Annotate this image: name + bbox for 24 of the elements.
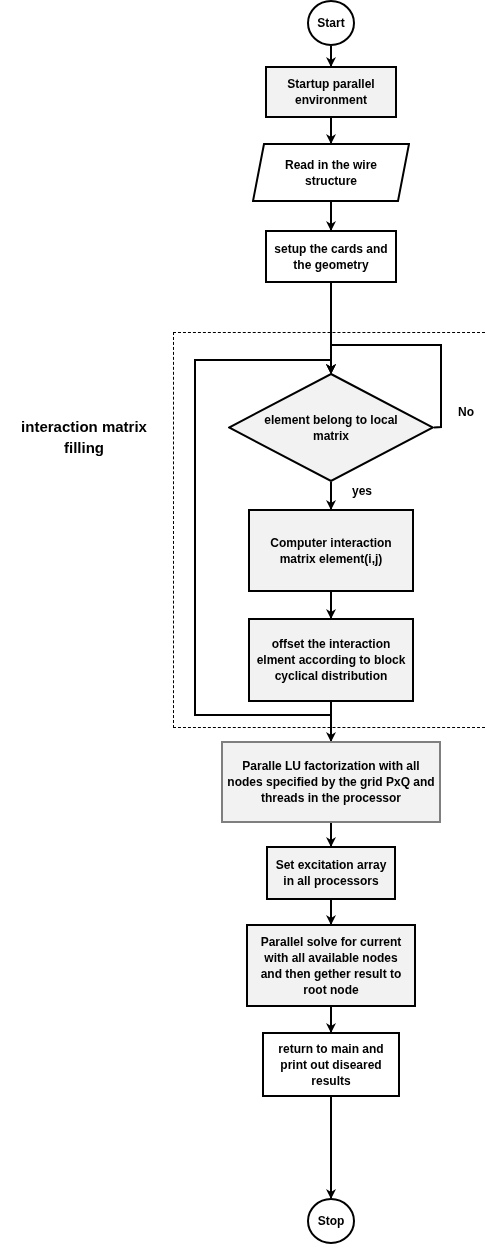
process-box: Set excitation array in all processors — [266, 846, 396, 900]
start-terminal: Start — [307, 0, 355, 46]
arrow — [326, 822, 336, 847]
arrow — [194, 359, 336, 716]
process-box: Computer interaction matrix element(i,j) — [248, 509, 414, 592]
process-box: Parallel solve for current with all available nodes and then gether result to root node — [246, 924, 416, 1007]
process-box: Paralle LU factorization with all nodes specified by the grid PxQ and threads in the processor — [221, 741, 441, 823]
arrow — [326, 117, 336, 144]
arrow — [326, 701, 336, 742]
process-box: offset the interaction elment according to block cyclical distribution — [248, 618, 414, 702]
arrow — [326, 1096, 336, 1199]
stop-terminal: Stop — [307, 1198, 355, 1244]
arrow — [326, 45, 336, 67]
process-box: return to main and print out diseared results — [262, 1032, 400, 1097]
group-heading: interaction matrix filling — [20, 417, 148, 458]
arrow — [326, 591, 336, 619]
arrow — [326, 899, 336, 925]
arrow — [326, 1006, 336, 1033]
process-box: setup the cards and the geometry — [265, 230, 397, 283]
decision-diamond: element belong to local matrix — [228, 373, 434, 482]
arrow — [326, 481, 336, 510]
input-parallelogram: Read in the wire structure — [252, 143, 410, 202]
arrow — [326, 201, 336, 231]
process-box: Startup parallel environment — [265, 66, 397, 118]
